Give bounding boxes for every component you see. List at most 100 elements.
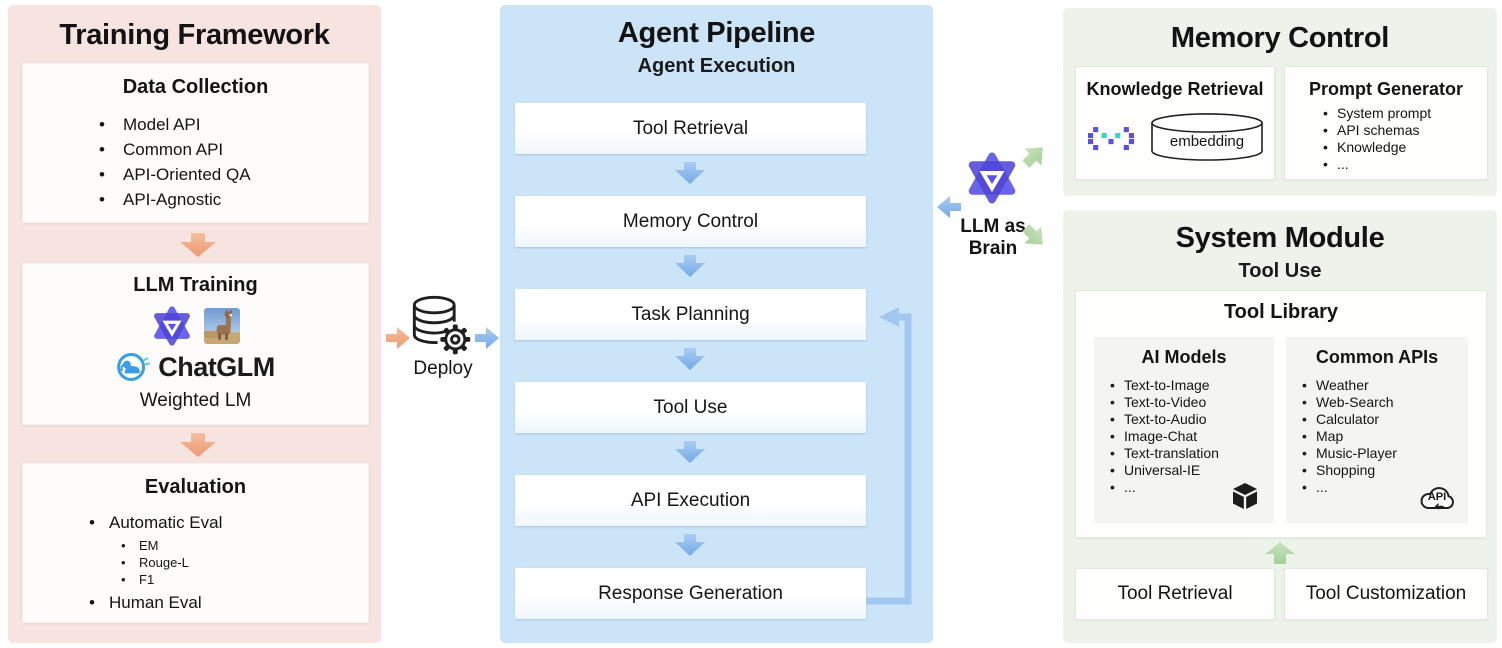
list-item: Model API — [99, 112, 251, 137]
llama-image — [203, 308, 240, 344]
training-framework-panel: Training Framework Data Collection Model… — [8, 5, 381, 643]
pipeline-stage-api-execution: API Execution — [515, 475, 866, 526]
pipeline-stage-tool-use: Tool Use — [515, 382, 866, 433]
embedding-label: embedding — [1169, 133, 1245, 150]
list-item: System prompt — [1323, 105, 1431, 122]
weighted-lm-caption: Weighted LM — [139, 390, 252, 411]
pipeline-stage-memory-control: Memory Control — [515, 196, 866, 247]
pixel-braces-icon — [1088, 127, 1134, 151]
list-item: ... — [1110, 479, 1219, 496]
arrow-down-icon — [675, 348, 705, 370]
tool-library-box: Tool Library AI Models Text-to-Image Tex… — [1075, 290, 1487, 538]
chatglm-row: ChatGLM — [23, 350, 368, 384]
data-collection-list: Model API Common API API-Oriented QA API… — [99, 112, 251, 212]
chatglm-icon — [117, 353, 151, 381]
arrow-right-icon — [475, 327, 499, 349]
arrow-right-icon — [386, 327, 410, 349]
arrow-ne-icon — [1022, 147, 1043, 168]
list-item: Universal-IE — [1110, 462, 1219, 479]
feedback-loop-arrow — [866, 307, 912, 605]
data-collection-box: Data Collection Model API Common API API… — [22, 63, 369, 223]
list-item: ... — [1323, 156, 1431, 173]
ai-models-box: AI Models Text-to-Image Text-to-Video Te… — [1094, 337, 1274, 523]
list-item: Automatic Eval — [89, 510, 222, 535]
arrow-down-icon — [180, 433, 216, 457]
system-module-title: System Module — [1175, 222, 1385, 254]
common-apis-box: Common APIs Weather Web-Search Calculato… — [1286, 337, 1468, 523]
evaluation-title: Evaluation — [144, 476, 247, 498]
arrow-se-icon — [1022, 224, 1043, 245]
arrow-down-icon — [675, 255, 705, 277]
evaluation-sub-list: EM Rouge-L F1 — [121, 537, 222, 588]
list-item: F1 — [121, 571, 222, 588]
chatglm-wordmark: ChatGLM — [158, 351, 275, 382]
ai-models-list: Text-to-Image Text-to-Video Text-to-Audi… — [1110, 377, 1219, 496]
qwen-logo-icon — [966, 152, 1018, 204]
model-logos-row — [23, 306, 368, 346]
ai-models-title: AI Models — [1141, 347, 1227, 367]
list-item: Text-to-Image — [1110, 377, 1219, 394]
agent-pipeline-subtitle: Agent Execution — [637, 55, 796, 77]
list-item: Map — [1302, 428, 1397, 445]
knowledge-retrieval-title: Knowledge Retrieval — [1086, 79, 1264, 99]
arrow-up-icon — [1265, 542, 1295, 564]
tool-retrieval-label: Tool Retrieval — [1117, 583, 1233, 604]
database-gear-icon — [412, 295, 471, 355]
list-item: Text-to-Audio — [1110, 411, 1219, 428]
memory-control-panel: Memory Control Knowledge Retrieval — [1063, 8, 1497, 196]
knowledge-retrieval-box: Knowledge Retrieval embedding — [1075, 66, 1275, 180]
deploy-label: Deploy — [413, 358, 473, 379]
llm-as-brain-label: LLM as Brain — [960, 216, 1026, 259]
evaluation-box: Evaluation Automatic Eval EM Rouge-L F1 … — [22, 463, 369, 623]
llm-training-title: LLM Training — [133, 274, 258, 296]
arrow-down-icon — [675, 162, 705, 184]
list-item: Human Eval — [89, 590, 222, 615]
common-apis-title: Common APIs — [1315, 347, 1439, 367]
list-item: Common API — [99, 137, 251, 162]
list-item: Calculator — [1302, 411, 1397, 428]
common-apis-list: Weather Web-Search Calculator Map Music-… — [1302, 377, 1397, 496]
list-item: Weather — [1302, 377, 1397, 394]
tool-retrieval-box: Tool Retrieval — [1075, 568, 1275, 620]
list-item: Knowledge — [1323, 139, 1431, 156]
system-module-subtitle: Tool Use — [1238, 260, 1322, 282]
agent-pipeline-panel: Agent Pipeline Agent Execution Tool Retr… — [500, 5, 933, 643]
list-item: API schemas — [1323, 122, 1431, 139]
list-item: Text-translation — [1110, 445, 1219, 462]
cube-icon — [1233, 483, 1257, 509]
arrow-down-icon — [675, 441, 705, 463]
arrow-left-icon — [937, 196, 961, 218]
pipeline-stage-task-planning: Task Planning — [515, 289, 866, 340]
agent-pipeline-title: Agent Pipeline — [617, 17, 816, 49]
tool-library-title: Tool Library — [1223, 301, 1339, 323]
prompt-generator-box: Prompt Generator System prompt API schem… — [1284, 66, 1488, 180]
memory-control-title: Memory Control — [1170, 22, 1390, 54]
list-item: Web-Search — [1302, 394, 1397, 411]
list-item: EM — [121, 537, 222, 554]
api-cloud-icon: API — [1416, 482, 1458, 515]
list-item: Music-Player — [1302, 445, 1397, 462]
arrow-down-icon — [180, 233, 216, 257]
qwen-logo-icon — [152, 306, 192, 346]
list-item: Image-Chat — [1110, 428, 1219, 445]
pipeline-stage-response-generation: Response Generation — [515, 568, 866, 619]
system-module-panel: System Module Tool Use Tool Library AI M… — [1063, 210, 1497, 643]
data-collection-title: Data Collection — [122, 76, 269, 98]
list-item: API-Oriented QA — [99, 162, 251, 187]
pipeline-stage-tool-retrieval: Tool Retrieval — [515, 103, 866, 154]
arrow-down-icon — [675, 534, 705, 556]
tool-customization-label: Tool Customization — [1305, 583, 1467, 604]
list-item: ... — [1302, 479, 1397, 496]
llm-training-box: LLM Training — [22, 263, 369, 425]
prompt-generator-list: System prompt API schemas Knowledge ... — [1323, 105, 1431, 173]
list-item: API-Agnostic — [99, 187, 251, 212]
evaluation-list: Automatic Eval — [89, 510, 222, 535]
list-item: Rouge-L — [121, 554, 222, 571]
api-badge-label: API — [1427, 491, 1447, 503]
list-item: Text-to-Video — [1110, 394, 1219, 411]
prompt-generator-title: Prompt Generator — [1308, 79, 1464, 99]
embedding-db-icon: embedding — [1148, 111, 1266, 163]
tool-customization-box: Tool Customization — [1284, 568, 1488, 620]
list-item: Shopping — [1302, 462, 1397, 479]
